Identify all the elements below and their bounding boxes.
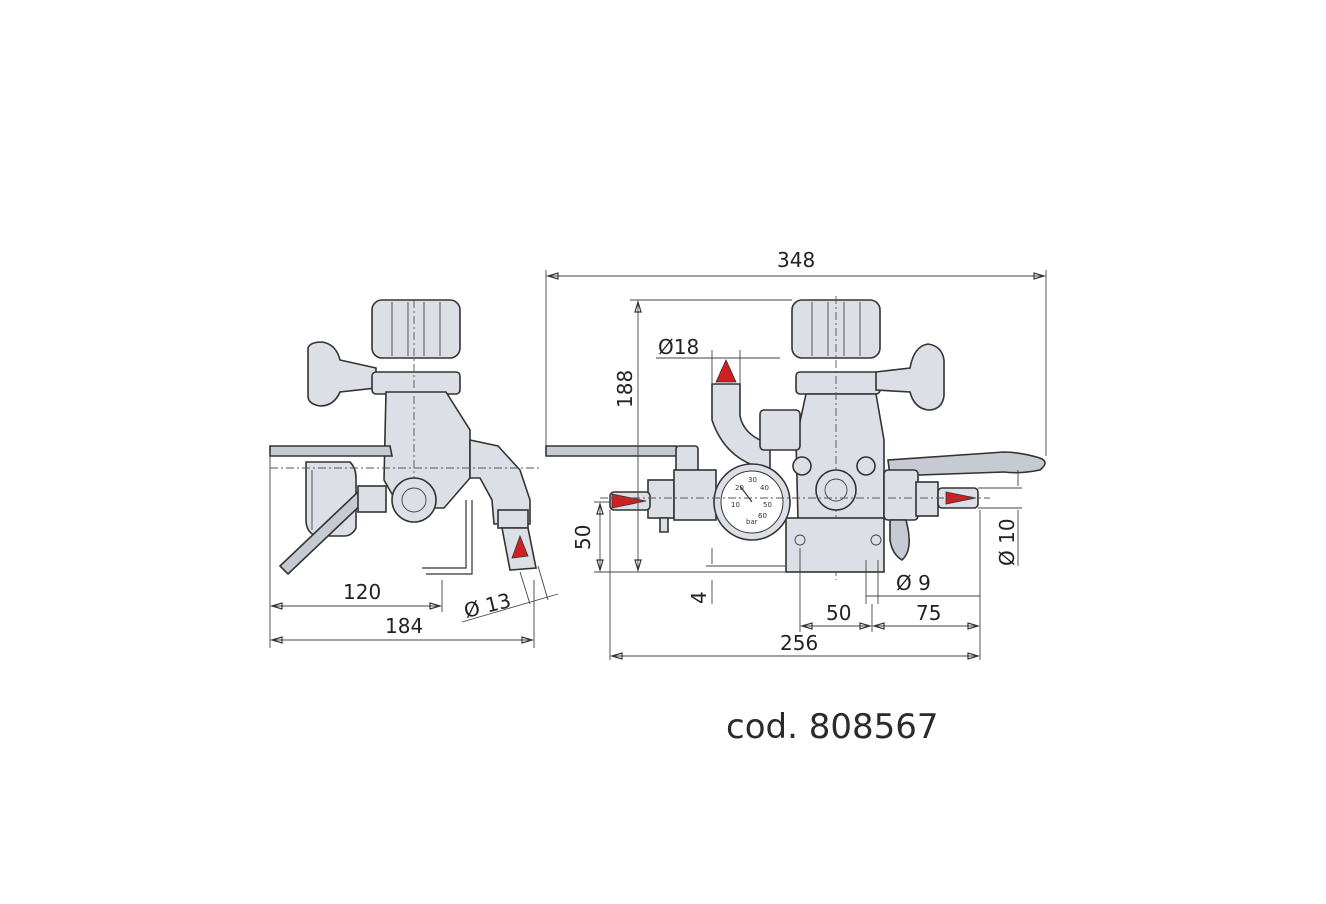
- dim-256: 256: [780, 631, 818, 655]
- front-dimensions: 348 188 Ø18 50 4 Ø 10 Ø 9: [545, 248, 1047, 660]
- product-code: cod. 808567: [726, 707, 938, 747]
- dim-dia18: Ø18: [658, 335, 699, 359]
- svg-text:10: 10: [731, 501, 740, 509]
- side-port: [391, 477, 437, 523]
- dim-side-dia13: Ø 13: [461, 588, 513, 623]
- side-lever: [269, 445, 393, 457]
- front-view: 10 20 30 40 50 60 bar: [545, 296, 1046, 580]
- dim-dia9: Ø 9: [896, 571, 931, 595]
- dim-50-vertical: 50: [571, 525, 595, 550]
- svg-text:50: 50: [763, 501, 772, 509]
- front-port: [815, 469, 857, 511]
- side-knob: [371, 299, 461, 359]
- dim-dia10: Ø 10: [995, 518, 1019, 566]
- front-base: [785, 517, 885, 573]
- dim-4: 4: [687, 591, 711, 604]
- dim-348: 348: [777, 248, 815, 272]
- svg-text:60: 60: [758, 512, 767, 520]
- front-right-lever: [887, 451, 1046, 477]
- svg-text:30: 30: [748, 476, 757, 484]
- svg-text:bar: bar: [746, 518, 758, 526]
- side-view: [269, 299, 540, 576]
- svg-text:20: 20: [735, 484, 744, 492]
- pressure-gauge: 10 20 30 40 50 60 bar: [713, 463, 791, 541]
- dim-side-120: 120: [343, 580, 381, 604]
- front-t-handle: [875, 343, 945, 411]
- dim-side-184: 184: [385, 614, 423, 638]
- dim-50-horizontal: 50: [826, 601, 851, 625]
- front-left-lever: [545, 445, 679, 457]
- dim-75: 75: [916, 601, 941, 625]
- svg-text:40: 40: [760, 484, 769, 492]
- dim-188: 188: [613, 370, 637, 408]
- side-t-handle: [307, 341, 377, 407]
